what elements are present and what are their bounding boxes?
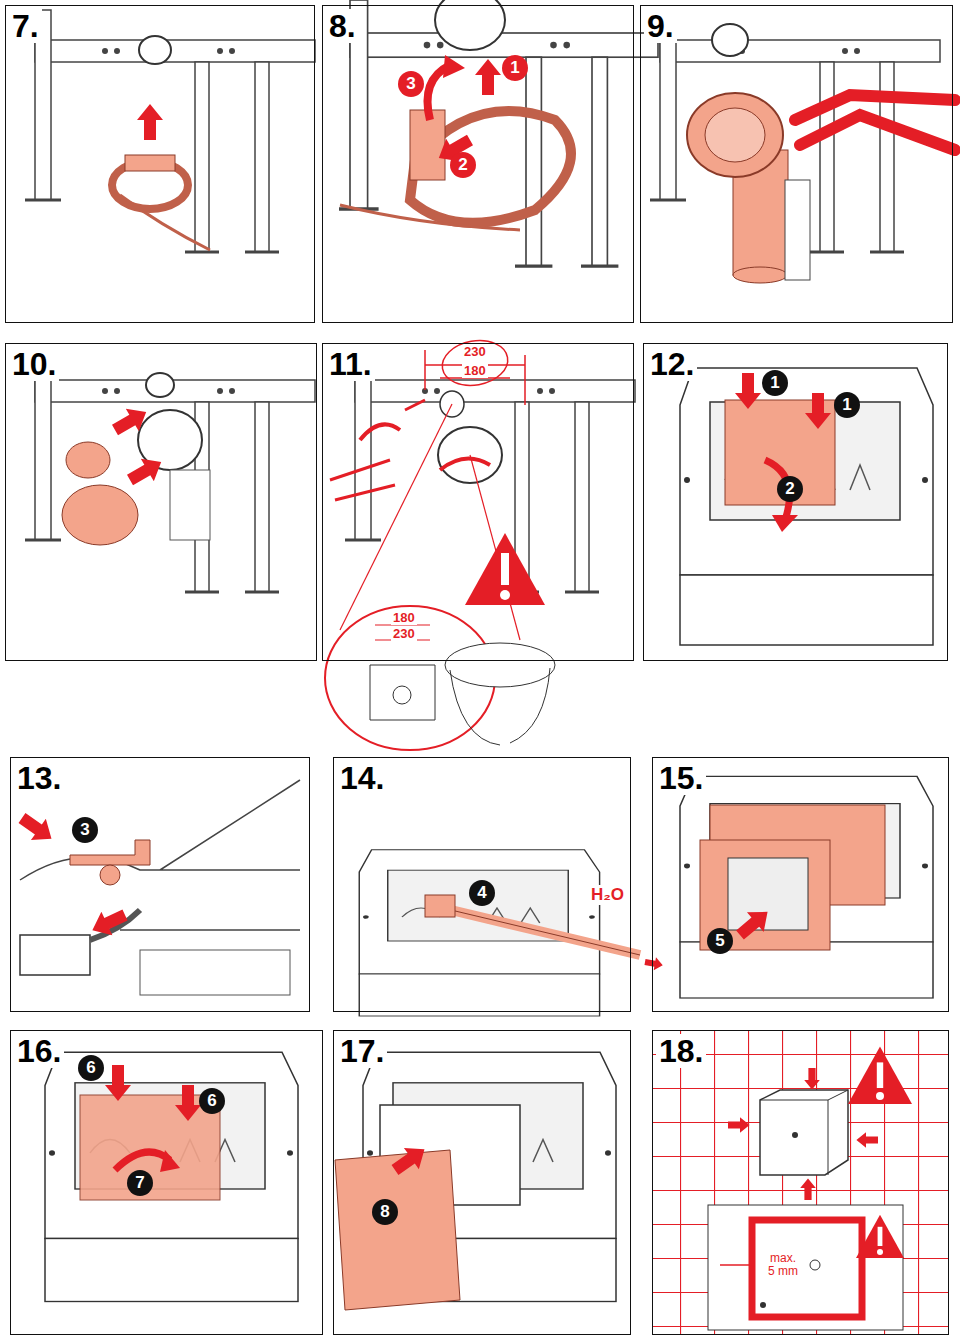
step-number: 16. [14, 1034, 64, 1068]
callout-number: 1 [762, 370, 788, 396]
callout-number: 2 [777, 476, 803, 502]
callout-number: 6 [199, 1088, 225, 1114]
callout-number: 3 [72, 817, 98, 843]
callout-number: 3 [398, 71, 424, 97]
step-panel: 12. [643, 343, 948, 661]
step-panel: 11. [322, 343, 634, 661]
step-number: 8. [326, 9, 359, 43]
step-number: 17. [337, 1034, 387, 1068]
step-number: 13. [14, 761, 64, 795]
step-panel: 16. [10, 1030, 323, 1335]
dimension-label: 230 [391, 627, 417, 641]
callout-number: 1 [502, 55, 528, 81]
step-number: 11. [326, 347, 375, 381]
callout-number: 2 [450, 152, 476, 178]
callout-number: 7 [127, 1170, 153, 1196]
callout-number: 6 [78, 1055, 104, 1081]
dimension-label: max. 5 mm [766, 1252, 800, 1278]
callout-number: 4 [469, 880, 495, 906]
step-panel: 17. [333, 1030, 631, 1335]
callout-number: 5 [707, 928, 733, 954]
dimension-label: H₂O [589, 885, 626, 905]
dimension-label: 230 [462, 345, 488, 359]
dimension-label: 180 [462, 364, 488, 378]
dimension-label: 180 [391, 611, 417, 625]
step-number: 7. [9, 9, 42, 43]
callout-number: 1 [834, 392, 860, 418]
step-number: 14. [337, 761, 387, 795]
step-panel: 7. [5, 5, 315, 323]
step-panel: 9. [640, 5, 953, 323]
step-panel: 10. [5, 343, 317, 661]
step-number: 12. [647, 347, 697, 381]
step-panel: 15. [652, 757, 949, 1012]
callout-number: 8 [372, 1199, 398, 1225]
step-panel: 13. [10, 757, 310, 1012]
step-number: 10. [9, 347, 59, 381]
step-number: 9. [644, 9, 677, 43]
step-panel: 8. [322, 5, 634, 323]
step-number: 15. [656, 761, 706, 795]
step-panel: 18. [652, 1030, 949, 1335]
step-number: 18. [656, 1034, 706, 1068]
